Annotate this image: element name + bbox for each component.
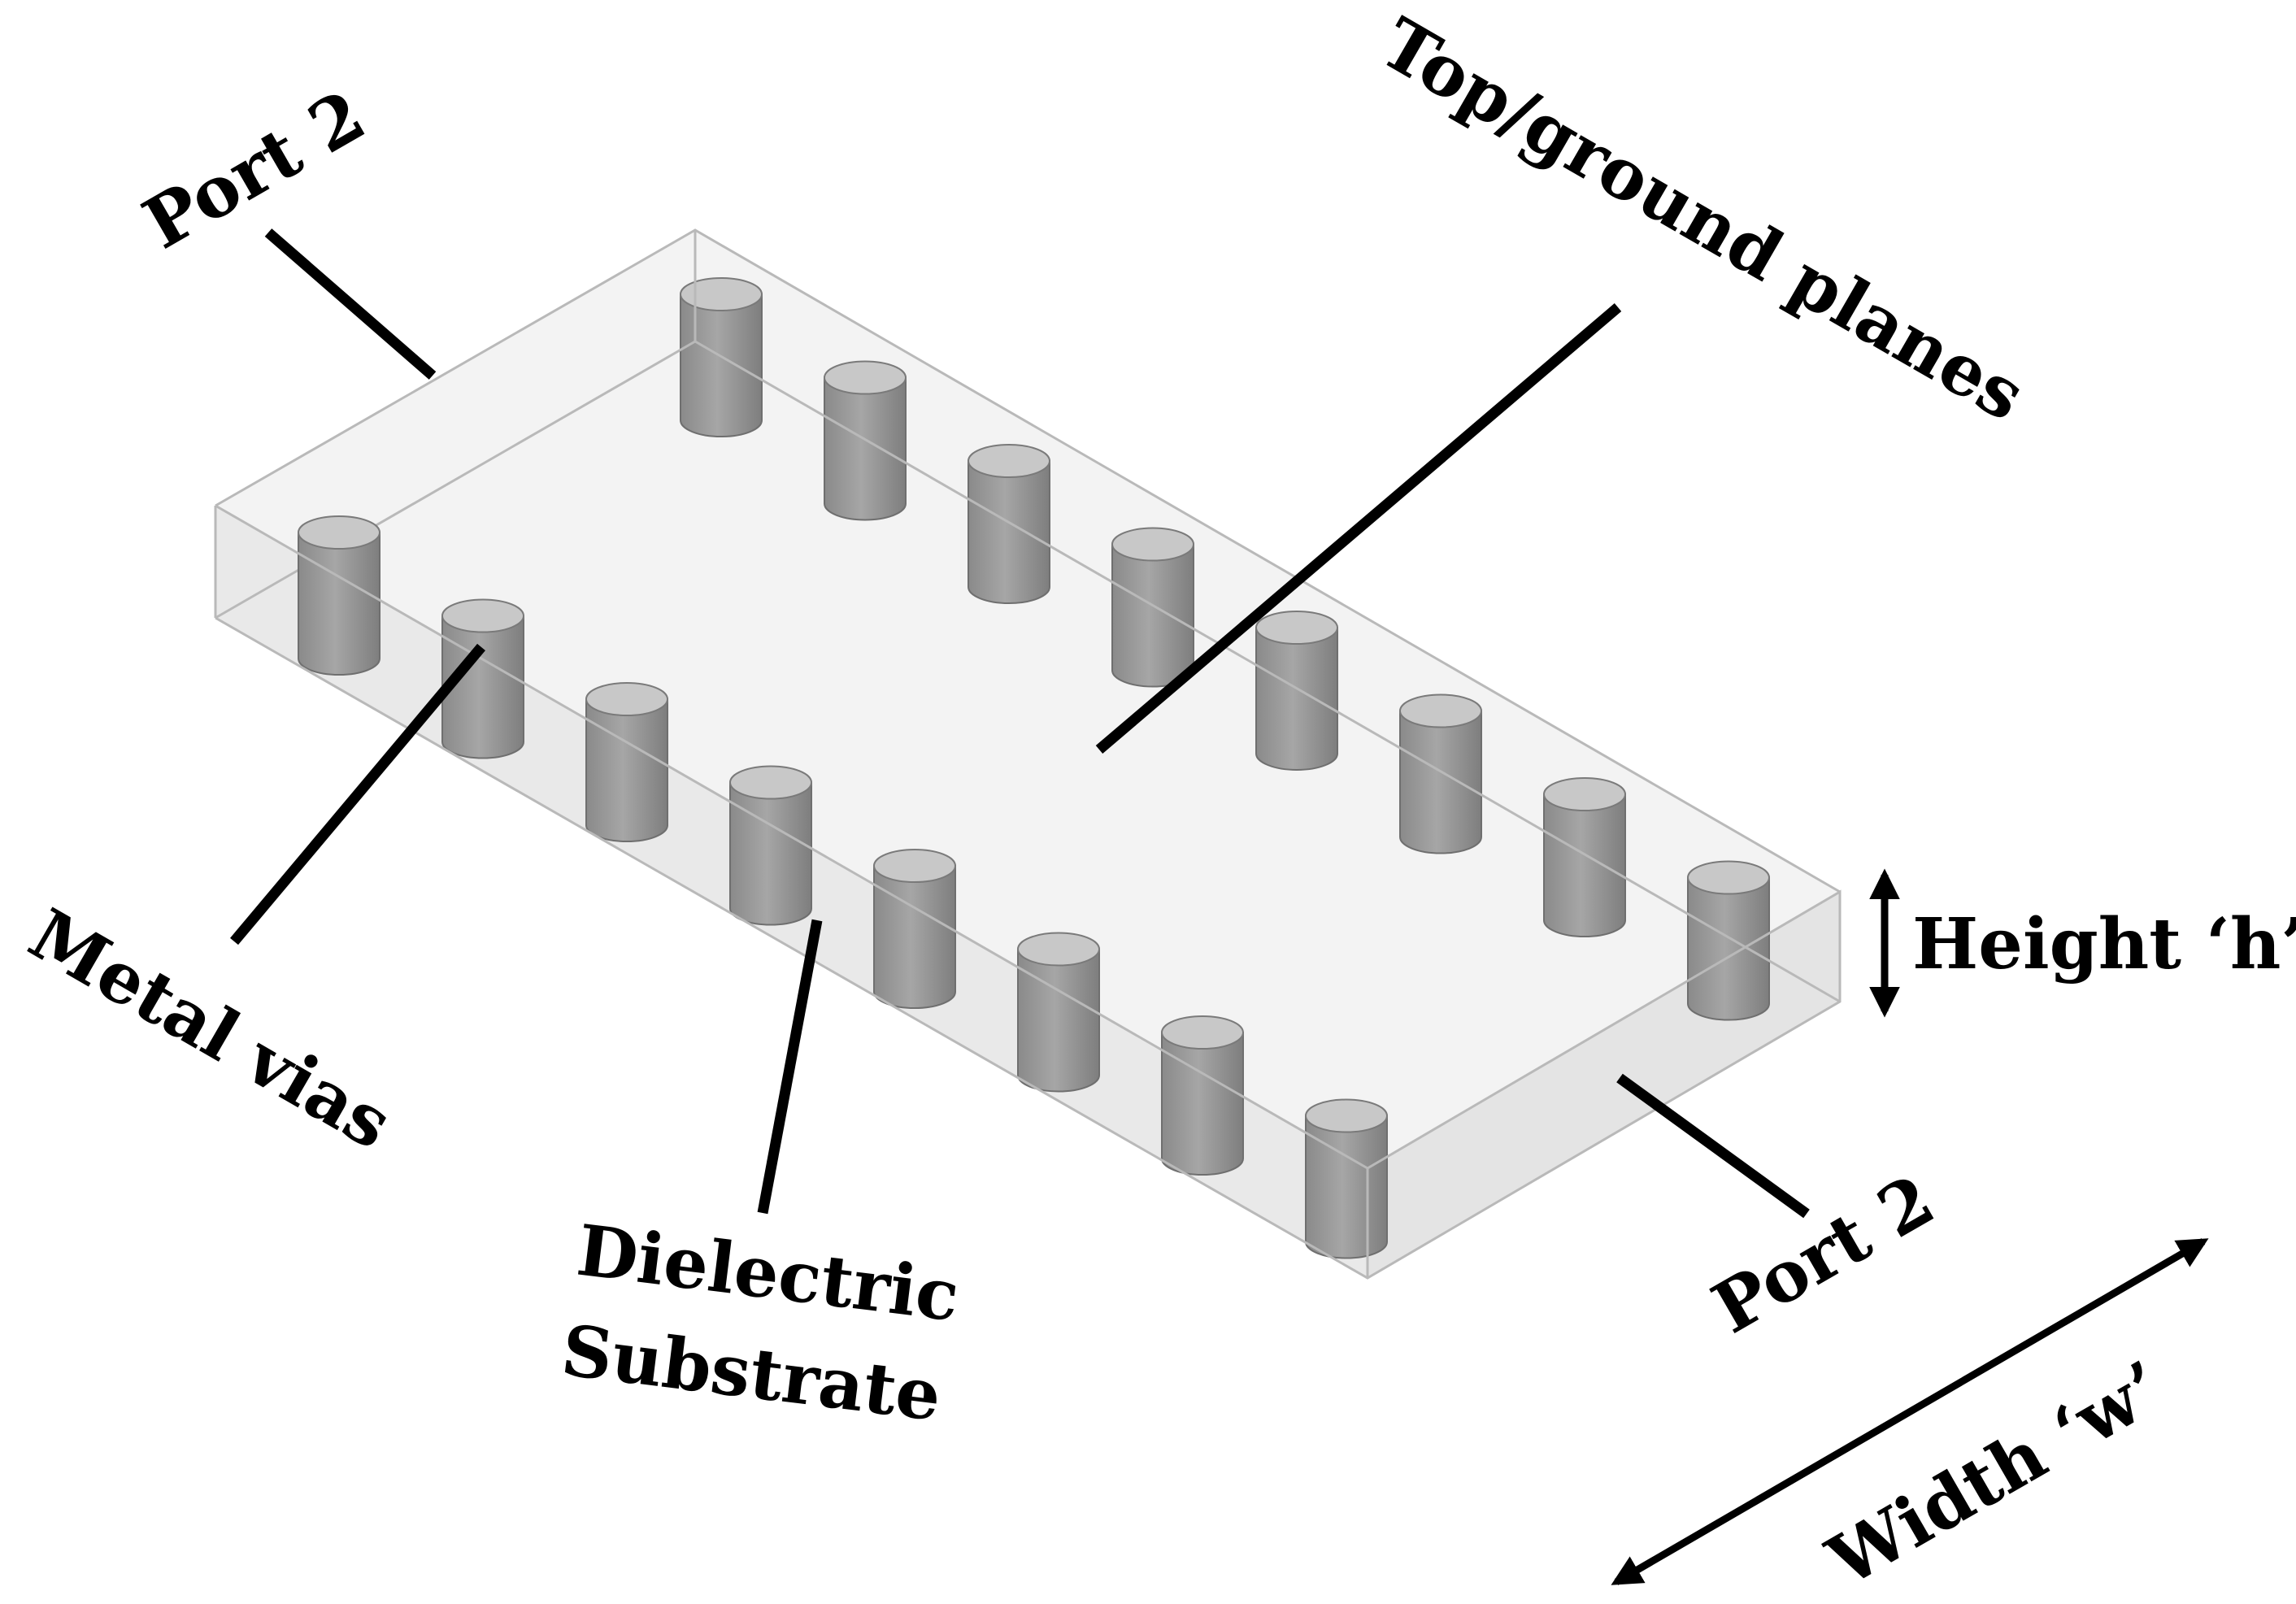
substrate-front-edges [215,504,1842,1280]
substrate-top-face [215,230,1840,1168]
via-back-5 [1255,611,1338,771]
via-back-2 [824,360,907,521]
label-top-ground-planes: Top/ground planes [1368,2,2039,437]
leader-top-ground-planes [1095,303,1622,754]
via-front-7 [1161,1015,1244,1176]
label-port-top-left: Port 2 [130,74,379,265]
via-front-1 [298,515,380,676]
via-front-2 [441,598,524,759]
via-front-5 [873,849,956,1009]
back-via-row [680,277,1770,1021]
via-back-3 [968,444,1050,604]
via-back-1 [680,277,763,437]
width-arrow [1611,1238,2209,1585]
via-front-8 [1305,1098,1388,1259]
leader-port-top-left [264,228,437,380]
via-back-4 [1111,527,1194,688]
leader-port-bottom-right [1616,1073,1810,1219]
leader-metal-vias [230,643,485,945]
via-front-6 [1017,932,1100,1093]
label-metal-vias: Metal vias [16,893,406,1166]
via-back-8 [1687,860,1770,1021]
leader-dielectric-substrate [757,919,823,1215]
label-height: Height ‘h’ [1912,903,2296,985]
via-front-3 [585,682,668,842]
label-width: Width ‘w’ [1814,1345,2177,1603]
via-back-7 [1543,777,1626,937]
via-back-6 [1399,693,1482,854]
via-front-4 [729,765,812,926]
label-port-bottom-right: Port 2 [1699,1158,1948,1350]
